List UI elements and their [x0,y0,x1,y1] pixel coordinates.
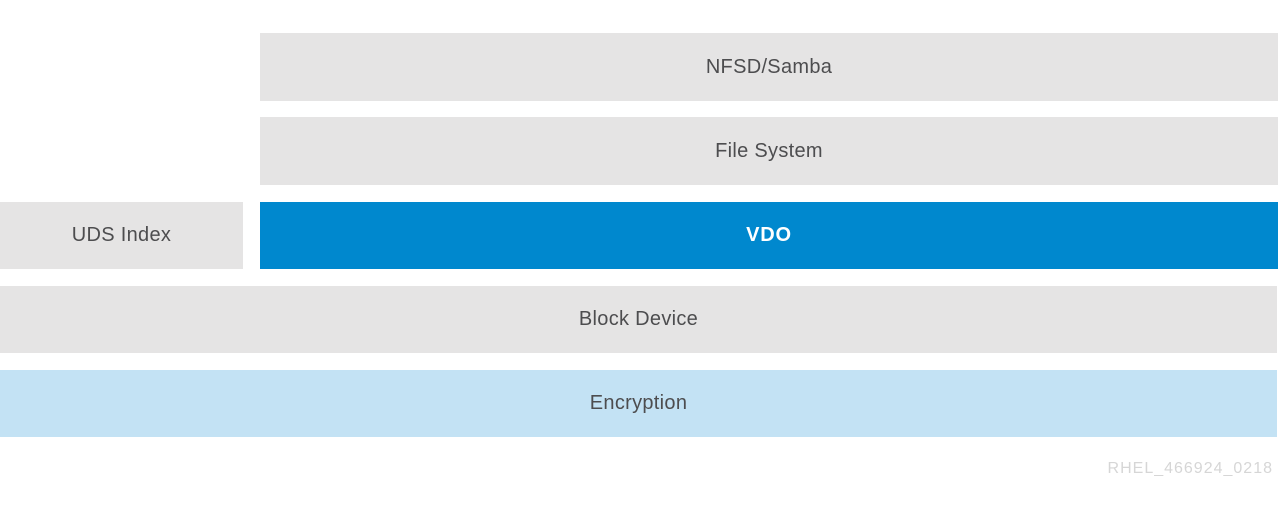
layer-encryption: Encryption [0,370,1277,437]
layer-block-device-label: Block Device [578,308,699,330]
layer-vdo: VDO [260,202,1278,269]
layer-uds-index: UDS Index [0,202,243,269]
layer-encryption-label: Encryption [589,392,688,414]
layer-nfsd-samba: NFSD/Samba [260,33,1278,101]
watermark-text: RHEL_466924_0218 [1107,460,1273,477]
layer-nfsd-samba-label: NFSD/Samba [705,55,833,78]
layer-file-system: File System [260,117,1278,185]
layer-file-system-label: File System [715,139,823,162]
layer-uds-index-label: UDS Index [71,224,172,246]
layer-block-device: Block Device [0,286,1277,353]
layer-vdo-label: VDO [746,224,792,246]
